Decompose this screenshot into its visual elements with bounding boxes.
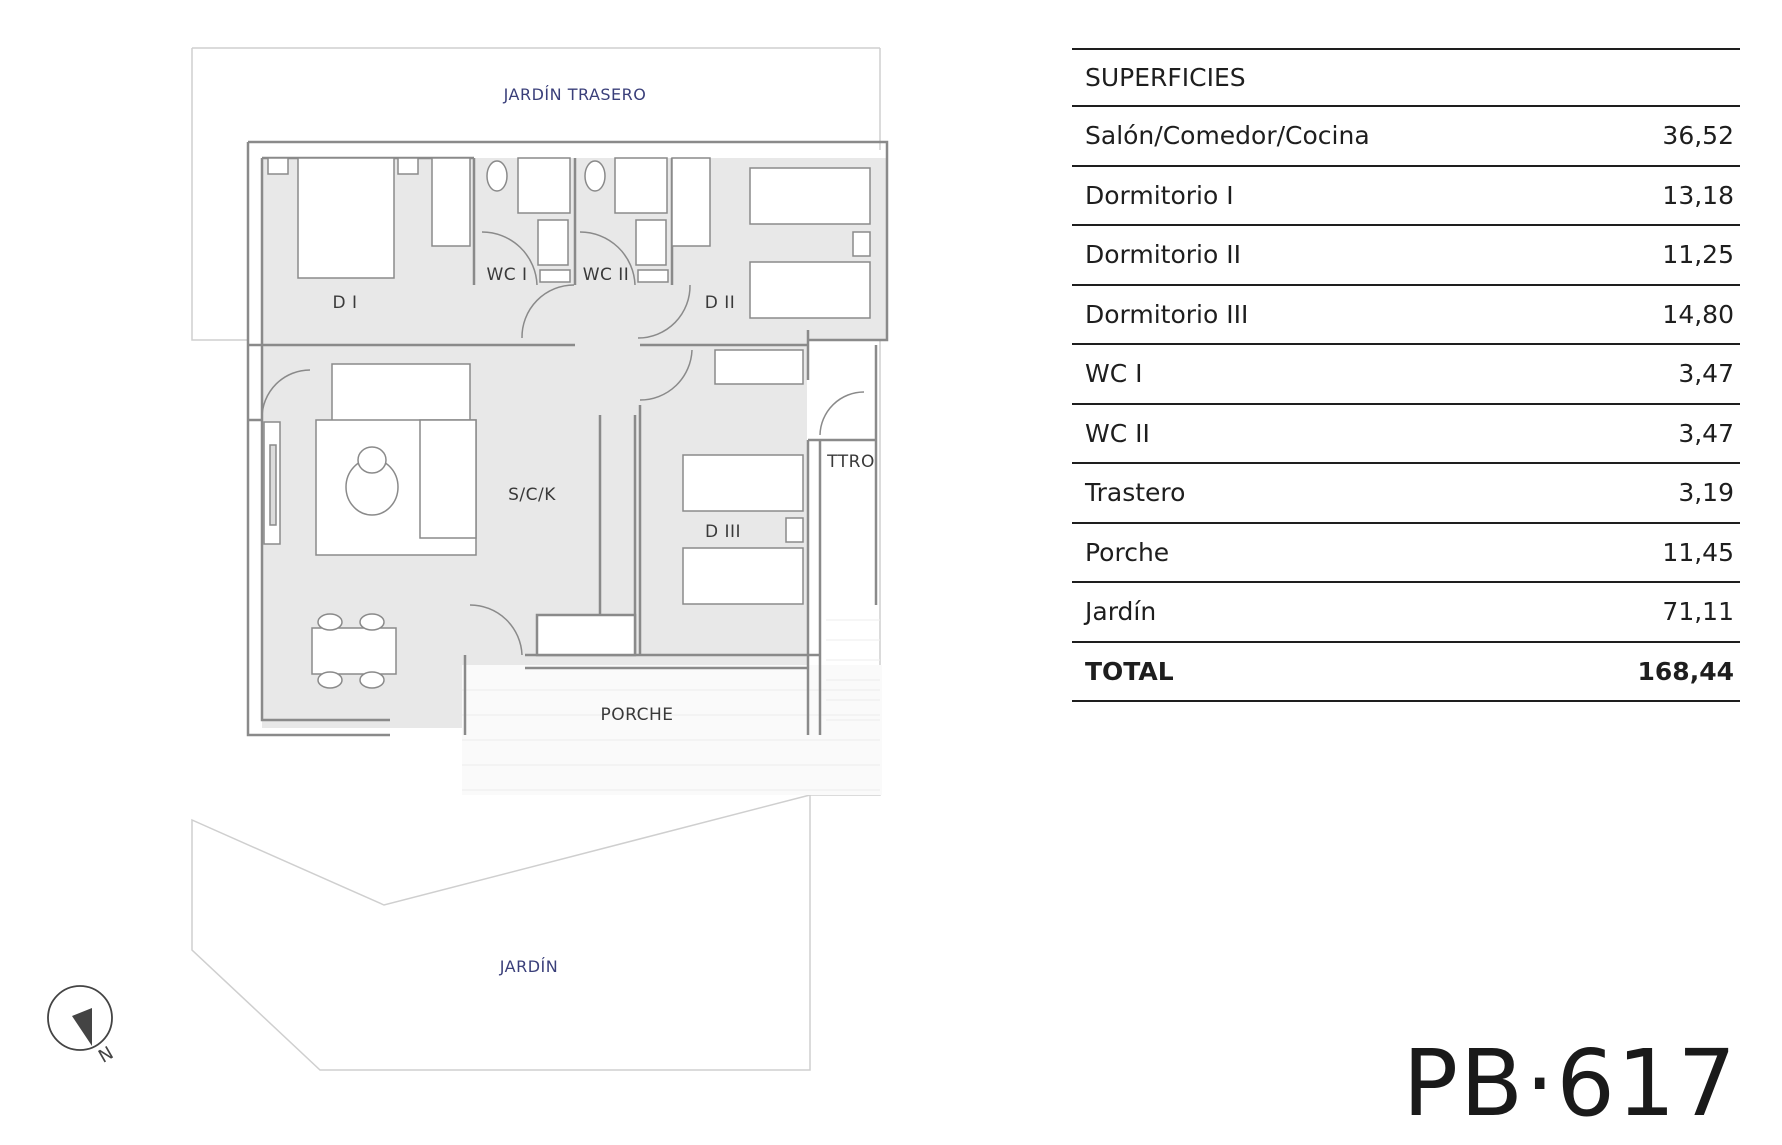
surfaces-table: SUPERFICIES Salón/Comedor/Cocina 36,52 Do… <box>1072 48 1740 702</box>
table-row: Dormitorio II 11,25 <box>1072 226 1740 286</box>
dining-table <box>311 627 397 675</box>
row-value: 36,52 <box>1662 121 1734 151</box>
bed-d3-bottom <box>682 547 804 605</box>
row-value: 11,45 <box>1662 537 1734 567</box>
table-row: Dormitorio I 13,18 <box>1072 167 1740 226</box>
bed-d2-top <box>749 167 871 225</box>
sofa <box>331 363 471 423</box>
label-d2: D II <box>705 293 736 313</box>
table-header: SUPERFICIES <box>1072 48 1740 107</box>
label-wc2: WC II <box>583 265 630 285</box>
row-value: 3,47 <box>1678 418 1734 448</box>
toilet-wc1 <box>486 160 508 192</box>
north-arrow-icon: N <box>47 985 117 1068</box>
table-row: Dormitorio III 14,80 <box>1072 286 1740 345</box>
row-value: 13,18 <box>1662 180 1734 210</box>
porch-floor <box>462 619 882 795</box>
label-d1: D I <box>332 293 357 313</box>
total-label: TOTAL <box>1085 656 1174 686</box>
bed-d1 <box>297 157 395 279</box>
row-label: Dormitorio I <box>1085 180 1234 210</box>
door-swings <box>261 231 865 656</box>
svg-text:N: N <box>95 1043 117 1068</box>
label-garden-back: JARDÍN TRASERO <box>503 85 647 104</box>
table-row: WC II 3,47 <box>1072 405 1740 464</box>
row-label: Trastero <box>1085 478 1186 508</box>
row-label: Dormitorio II <box>1085 240 1241 270</box>
row-value: 11,25 <box>1662 240 1734 270</box>
row-value: 71,11 <box>1662 597 1734 627</box>
floor-plan: JARDÍN TRASERO D I WC I WC II D II S/C/K… <box>47 47 889 1071</box>
bed-d3-top <box>682 454 804 512</box>
row-label: WC II <box>1085 418 1150 448</box>
bed-d2-bottom <box>749 261 871 319</box>
table-row: Salón/Comedor/Cocina 36,52 <box>1072 107 1740 167</box>
table-row: Trastero 3,19 <box>1072 464 1740 524</box>
label-garden: JARDÍN <box>499 957 559 976</box>
toilet-wc2 <box>584 160 606 192</box>
plan-code: PB·617 <box>1402 1030 1738 1137</box>
label-d3: D III <box>705 522 741 542</box>
furniture <box>263 157 871 689</box>
label-porch: PORCHE <box>601 705 674 725</box>
row-value: 14,80 <box>1662 299 1734 329</box>
row-label: Salón/Comedor/Cocina <box>1085 121 1370 151</box>
row-value: 3,47 <box>1678 359 1734 389</box>
table-row: Porche 11,45 <box>1072 524 1740 583</box>
label-wc1: WC I <box>486 265 527 285</box>
label-living: S/C/K <box>508 485 556 505</box>
walls <box>246 140 889 737</box>
label-storage: TTRO <box>826 452 875 472</box>
row-label: Porche <box>1085 537 1170 567</box>
table-row: WC I 3,47 <box>1072 345 1740 405</box>
row-label: Jardín <box>1085 597 1157 627</box>
total-value: 168,44 <box>1637 656 1734 686</box>
row-value: 3,19 <box>1678 478 1734 508</box>
row-label: WC I <box>1085 359 1143 389</box>
table-title: SUPERFICIES <box>1085 63 1246 92</box>
table-total-row: TOTAL 168,44 <box>1072 643 1740 702</box>
row-label: Dormitorio III <box>1085 299 1249 329</box>
table-row: Jardín 71,11 <box>1072 583 1740 643</box>
